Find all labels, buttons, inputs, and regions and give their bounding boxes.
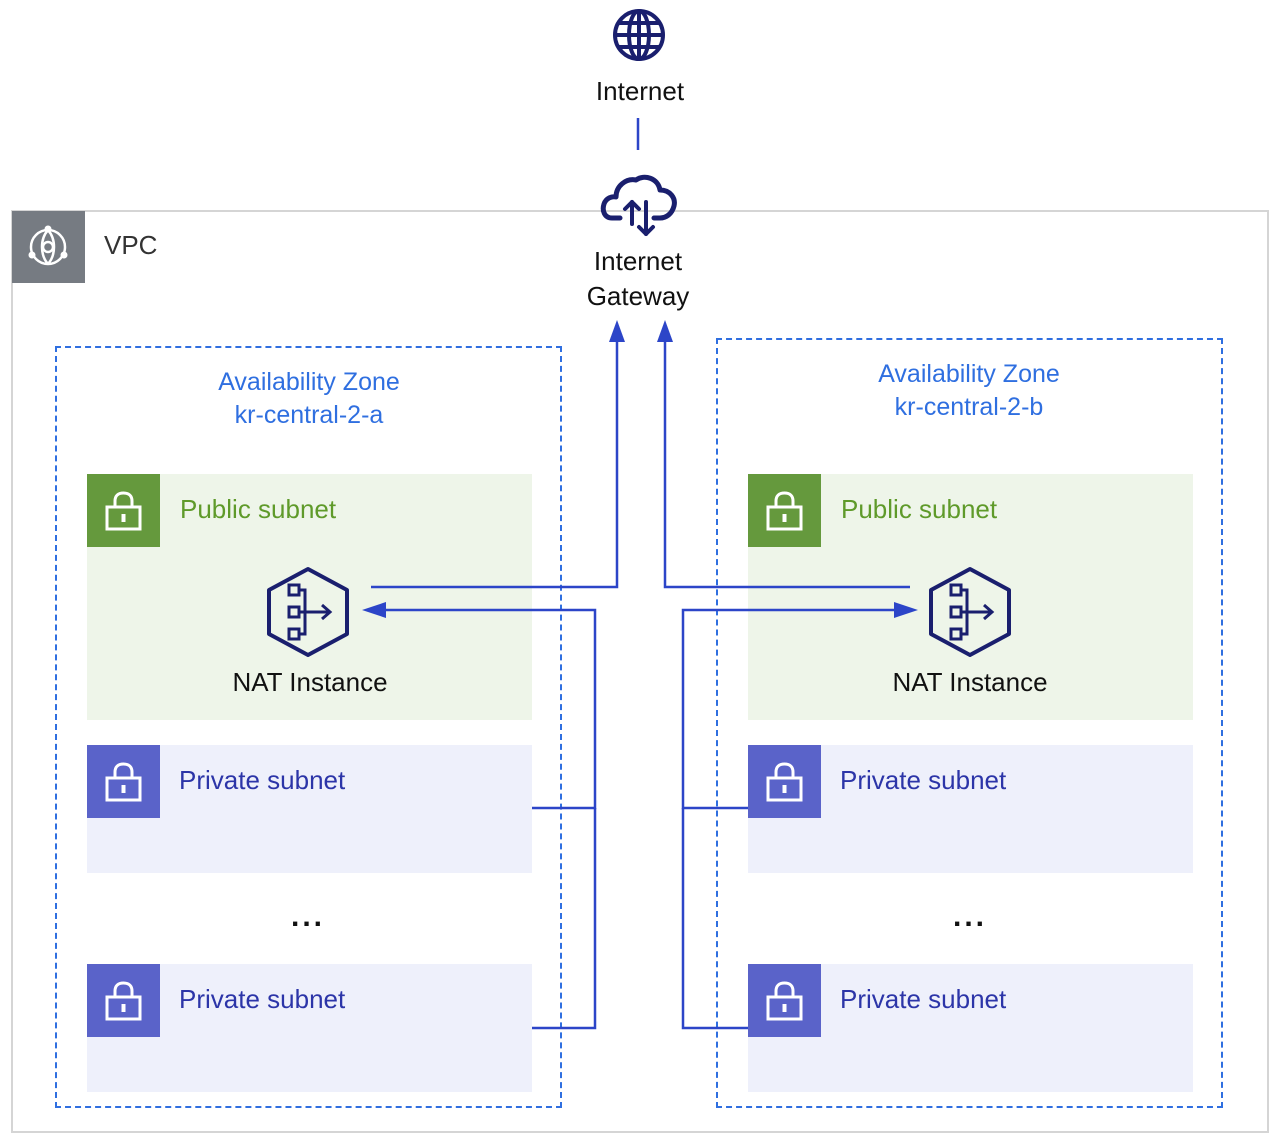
az-b-private-subnet-2-label: Private subnet (840, 984, 1007, 1014)
az-b-nat-icon (927, 566, 1013, 658)
az-b-private-subnet-2-badge (748, 964, 821, 1037)
az-a-nat-to-gateway-line (371, 340, 619, 589)
az-a-private-subnet-2-badge (87, 964, 160, 1037)
nat-instance-icon (267, 567, 349, 657)
az-a-ellipsis: ... (290, 900, 325, 933)
az-b-nat-arrowhead (894, 602, 918, 618)
az-a-nat-arrowhead (362, 602, 386, 618)
lock-icon (105, 981, 142, 1021)
az-b-private-1-to-nat-line (681, 608, 905, 810)
az-b-private-subnet-1-label: Private subnet (840, 765, 1007, 795)
vpc-container (11, 210, 1269, 1133)
availability-zone-a (55, 346, 562, 1108)
az-a-nat-label: NAT Instance (232, 667, 388, 697)
az-b-title-line2: kr-central-2-b (894, 393, 1044, 421)
az-a-private-subnet-1 (87, 745, 532, 873)
gateway-label-line2: Gateway (586, 281, 690, 311)
az-a-private-subnet-1-badge (87, 745, 160, 818)
az-b-title: Availability Zone kr-central-2-b (780, 358, 1158, 424)
cloud-updown-icon (598, 166, 682, 240)
az-b-nat-to-gateway-line (663, 340, 910, 589)
vpc-label: VPC (104, 230, 158, 260)
az-b-title-line1: Availability Zone (878, 360, 1060, 388)
lock-icon (766, 762, 803, 802)
az-a-nat-icon (265, 566, 351, 658)
az-a-private-1-to-nat-line (372, 608, 597, 810)
az-a-public-subnet (87, 474, 532, 720)
gateway-label: Internet Gateway (558, 244, 718, 314)
az-b-public-subnet-badge (748, 474, 821, 547)
gateway-label-line1: Internet (593, 246, 683, 276)
globe-icon (611, 7, 667, 63)
az-b-ellipsis: ... (952, 900, 987, 933)
lock-icon (105, 491, 142, 531)
vpc-network-icon (28, 225, 68, 266)
az-b-public-subnet (748, 474, 1193, 720)
az-a-public-subnet-label: Public subnet (180, 494, 337, 524)
az-a-public-subnet-badge (87, 474, 160, 547)
lock-icon (766, 491, 803, 531)
availability-zone-b (716, 338, 1223, 1108)
internet-label: Internet (595, 76, 685, 106)
az-a-title-line2: kr-central-2-a (234, 401, 384, 429)
az-b-private-subnet-2 (748, 964, 1193, 1092)
az-a-private-subnet-2 (87, 964, 532, 1092)
lock-icon (105, 762, 142, 802)
az-b-private-subnet-1 (748, 745, 1193, 873)
az-a-title-line1: Availability Zone (218, 368, 400, 396)
az-b-public-subnet-label: Public subnet (841, 494, 998, 524)
nat-instance-icon (929, 567, 1011, 657)
vpc-badge (12, 211, 85, 283)
lock-icon (766, 981, 803, 1021)
az-b-private-2-to-nat-line (681, 808, 748, 1030)
az-a-gateway-arrowhead (609, 320, 625, 342)
az-a-private-subnet-1-label: Private subnet (179, 765, 346, 795)
az-a-title: Availability Zone kr-central-2-a (120, 366, 498, 432)
az-b-gateway-arrowhead (657, 320, 673, 342)
az-b-private-subnet-1-badge (748, 745, 821, 818)
az-b-nat-label: NAT Instance (892, 667, 1048, 697)
az-a-private-subnet-2-label: Private subnet (179, 984, 346, 1014)
az-a-private-2-to-nat-line (532, 808, 597, 1030)
